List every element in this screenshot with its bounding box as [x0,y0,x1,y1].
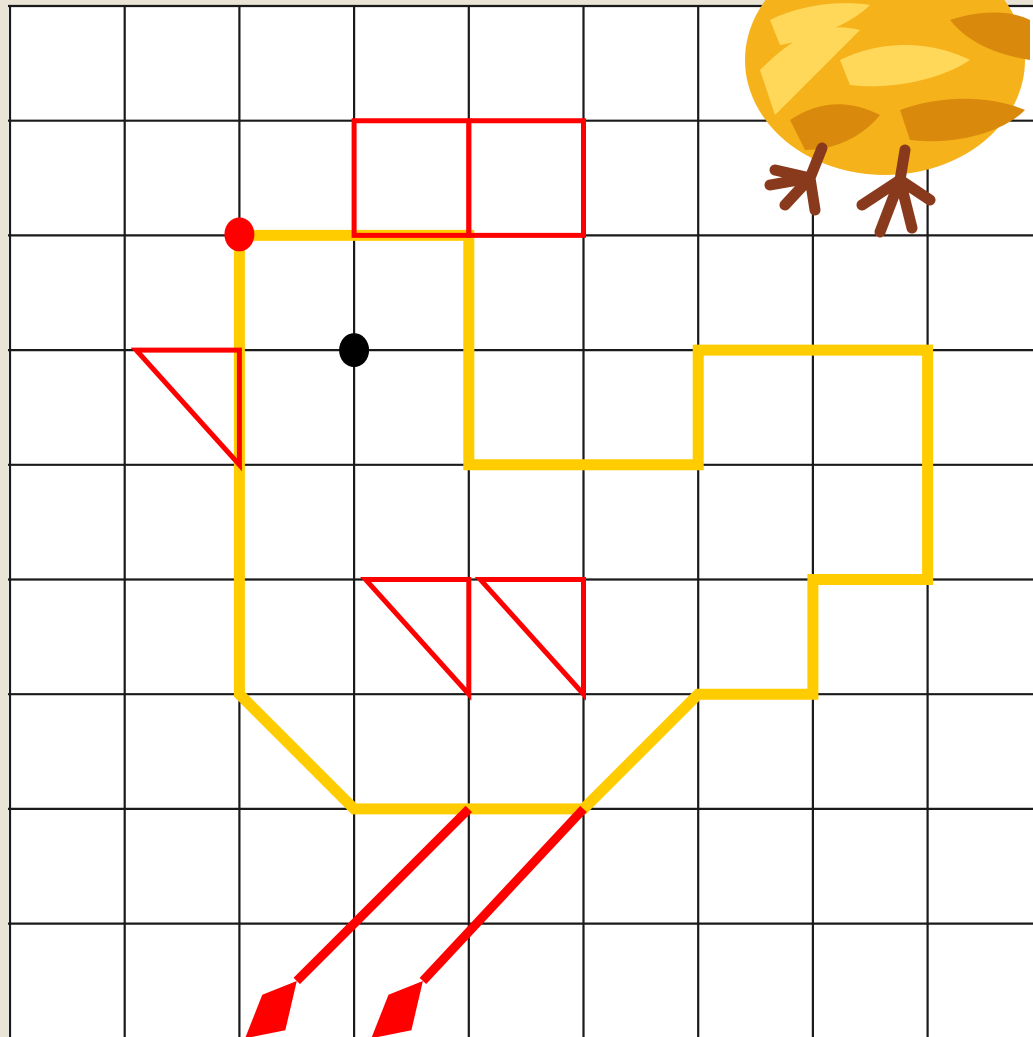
eye-dot [339,333,369,367]
start-point-dot [224,217,254,251]
